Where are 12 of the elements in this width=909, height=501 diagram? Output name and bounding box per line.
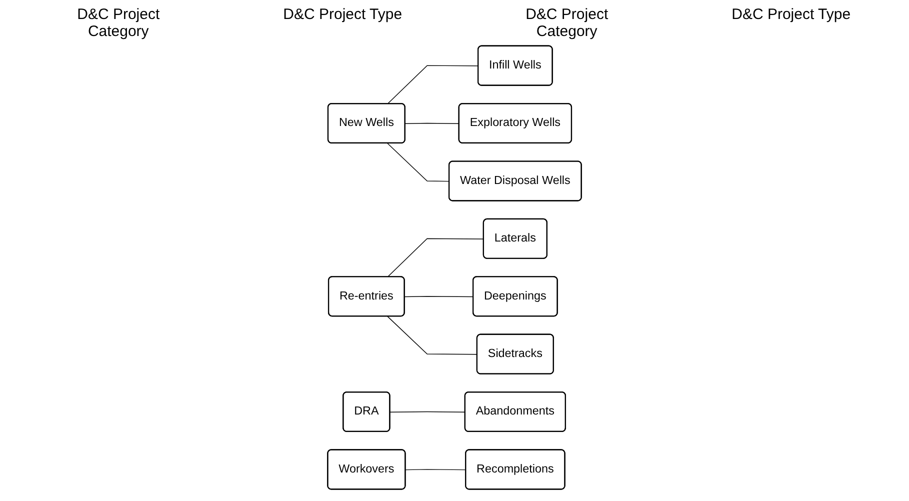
connector xyxy=(387,65,479,104)
connector xyxy=(390,411,466,412)
column-heading: D&C Project Type xyxy=(732,6,851,25)
connector xyxy=(404,296,474,298)
connector xyxy=(387,238,484,278)
connector xyxy=(404,122,460,124)
column-heading: D&C Project Category xyxy=(524,6,610,40)
column-heading: D&C Project Type xyxy=(283,6,402,25)
connector xyxy=(387,316,478,355)
connector xyxy=(405,469,466,470)
connector xyxy=(387,142,450,182)
column-heading: D&C Project Category xyxy=(76,6,161,40)
